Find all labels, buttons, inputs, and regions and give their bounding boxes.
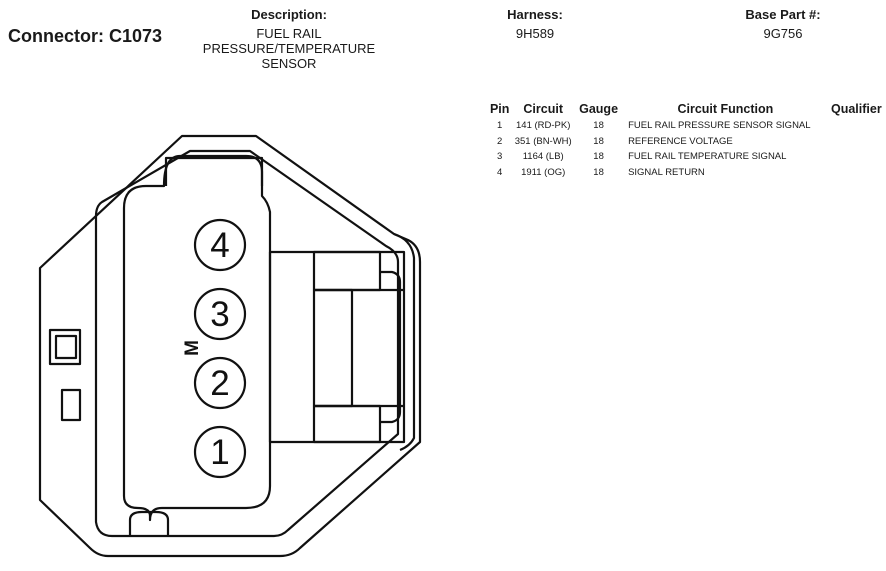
latch-bottom-block bbox=[312, 404, 382, 444]
base-part-header: Base Part #: bbox=[745, 7, 821, 22]
top-notch bbox=[164, 156, 264, 186]
function-column-header: Circuit Function bbox=[677, 102, 774, 116]
table-row: 4 1911 (OG) 18 SIGNAL RETURN bbox=[486, 165, 886, 181]
function-cell: SIGNAL RETURN bbox=[628, 166, 705, 178]
function-cell: REFERENCE VOLTAGE bbox=[628, 135, 733, 147]
pin-table-header-row: Pin Circuit Gauge Circuit Function Quali… bbox=[486, 100, 886, 118]
qualifier-column-header: Qualifier bbox=[830, 102, 882, 116]
latch-top-block bbox=[312, 250, 382, 292]
pin-4: 4 bbox=[193, 218, 247, 272]
circuit-cell: 1911 (OG) bbox=[521, 166, 566, 178]
pin-circle bbox=[193, 425, 247, 479]
base-part-value: 9G756 bbox=[763, 26, 803, 41]
description-line: FUEL RAIL bbox=[256, 26, 322, 41]
gauge-column-header: Gauge bbox=[579, 102, 619, 116]
pin-3: 3 bbox=[193, 287, 247, 341]
table-row: 3 1164 (LB) 18 FUEL RAIL TEMPERATURE SIG… bbox=[486, 149, 886, 165]
gauge-cell: 18 bbox=[593, 166, 604, 178]
gauge-cell: 18 bbox=[593, 151, 604, 163]
pin-label: 4 bbox=[210, 226, 229, 265]
connector-inner-housing bbox=[94, 149, 400, 538]
pin-circle bbox=[193, 218, 247, 272]
latch-outer-loop bbox=[393, 232, 416, 452]
harness-header: Harness: bbox=[507, 7, 563, 22]
circuit-column-header: Circuit bbox=[523, 102, 563, 116]
latch-assembly bbox=[268, 250, 406, 444]
latch-center-slot bbox=[312, 288, 354, 408]
key-mark: M bbox=[182, 340, 203, 356]
pin-cell: 1 bbox=[497, 120, 503, 132]
circuit-cell: 351 (BN-WH) bbox=[514, 135, 572, 147]
pin-circle bbox=[193, 287, 247, 341]
circuit-cell: 141 (RD-PK) bbox=[516, 120, 571, 132]
table-row: 2 351 (BN-WH) 18 REFERENCE VOLTAGE bbox=[486, 134, 886, 150]
lock-window-outer bbox=[48, 328, 82, 366]
function-cell: FUEL RAIL TEMPERATURE SIGNAL bbox=[628, 151, 787, 163]
function-cell: FUEL RAIL PRESSURE SENSOR SIGNAL bbox=[628, 120, 811, 132]
pin-cell: 3 bbox=[497, 151, 503, 163]
lock-slot bbox=[60, 388, 82, 422]
description-header: Description: bbox=[251, 7, 327, 22]
pin-label: 2 bbox=[210, 364, 229, 403]
gauge-cell: 18 bbox=[593, 120, 604, 132]
pin-table: Pin Circuit Gauge Circuit Function Quali… bbox=[486, 100, 886, 180]
table-row: 1 141 (RD-PK) 18 FUEL RAIL PRESSURE SENS… bbox=[486, 118, 886, 134]
pin-label: 1 bbox=[210, 433, 229, 472]
connector-label: Connector: C1073 bbox=[8, 26, 163, 46]
pin-2: 2 bbox=[193, 356, 247, 410]
pin-cell: 2 bbox=[497, 135, 503, 147]
pin-column-header: Pin bbox=[489, 102, 510, 116]
description-value: FUEL RAIL PRESSURE/TEMPERATURE SENSOR bbox=[189, 26, 389, 71]
pin-label: 3 bbox=[210, 295, 229, 334]
bottom-notch bbox=[128, 510, 170, 536]
pin-cavity bbox=[122, 154, 272, 522]
lock-window-inner bbox=[54, 334, 78, 360]
latch-frame bbox=[268, 250, 406, 444]
pin-1: 1 bbox=[193, 425, 247, 479]
connector-outer-housing bbox=[38, 134, 422, 558]
latch-tab bbox=[380, 270, 402, 424]
description-line: PRESSURE/TEMPERATURE bbox=[202, 41, 376, 56]
circuit-cell: 1164 (LB) bbox=[522, 151, 564, 163]
pin-circle bbox=[193, 356, 247, 410]
description-line: SENSOR bbox=[261, 56, 317, 71]
pin-cell: 4 bbox=[497, 166, 503, 178]
harness-value: 9H589 bbox=[515, 26, 555, 41]
gauge-cell: 18 bbox=[593, 135, 604, 147]
